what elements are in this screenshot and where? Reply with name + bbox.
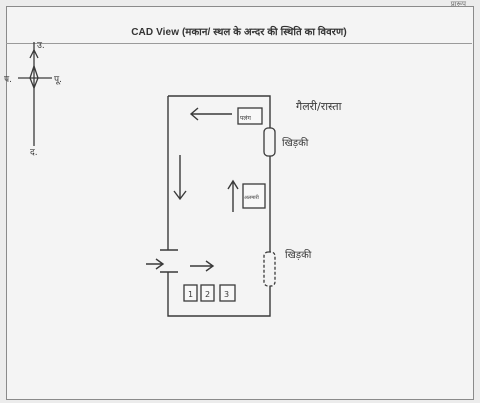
north-arrow-icon xyxy=(29,48,39,59)
box-middle-label: अलमारी xyxy=(244,194,260,201)
arrow-entry-icon xyxy=(146,258,165,270)
box-bottom-3 xyxy=(219,284,236,302)
compass-west-label: प. xyxy=(4,75,12,85)
window-top-label: खिड़की xyxy=(282,137,309,149)
compass-north-label: उ. xyxy=(37,41,45,51)
window-right-top xyxy=(263,127,276,157)
corner-text: प्रारूप xyxy=(450,1,466,8)
box-bottom-1 xyxy=(183,284,198,302)
box-bottom-1-label: 1 xyxy=(188,290,193,299)
road-label: गैलरी/रास्ता xyxy=(296,100,342,113)
room-outline xyxy=(160,95,271,317)
window-right-bottom xyxy=(263,251,276,287)
compass-east-label: पू. xyxy=(54,75,62,85)
wall-bottom xyxy=(167,272,271,317)
arrow-up-icon xyxy=(227,179,239,212)
arrow-right-icon xyxy=(190,260,215,272)
box-bottom-2-label: 2 xyxy=(205,290,210,299)
wall-top xyxy=(168,95,271,128)
document-sheet xyxy=(6,6,474,400)
compass-south-label: द. xyxy=(30,148,38,158)
arrow-down-icon xyxy=(173,155,187,201)
header-bar: CAD View (मकान/ स्थल के अन्दर की स्थिति … xyxy=(6,19,472,44)
box-bottom-2 xyxy=(200,284,215,302)
window-bottom-label: खिड़की xyxy=(285,249,312,261)
box-top-label: पलंग xyxy=(240,115,251,122)
box-middle xyxy=(242,183,266,209)
box-top xyxy=(237,107,263,125)
arrow-left-icon xyxy=(189,107,232,121)
compass-needle-icon xyxy=(29,63,39,90)
page-title: CAD View (मकान/ स्थल के अन्दर की स्थिति … xyxy=(131,27,347,38)
compass-rose xyxy=(18,42,52,146)
box-bottom-3-label: 3 xyxy=(224,290,229,299)
